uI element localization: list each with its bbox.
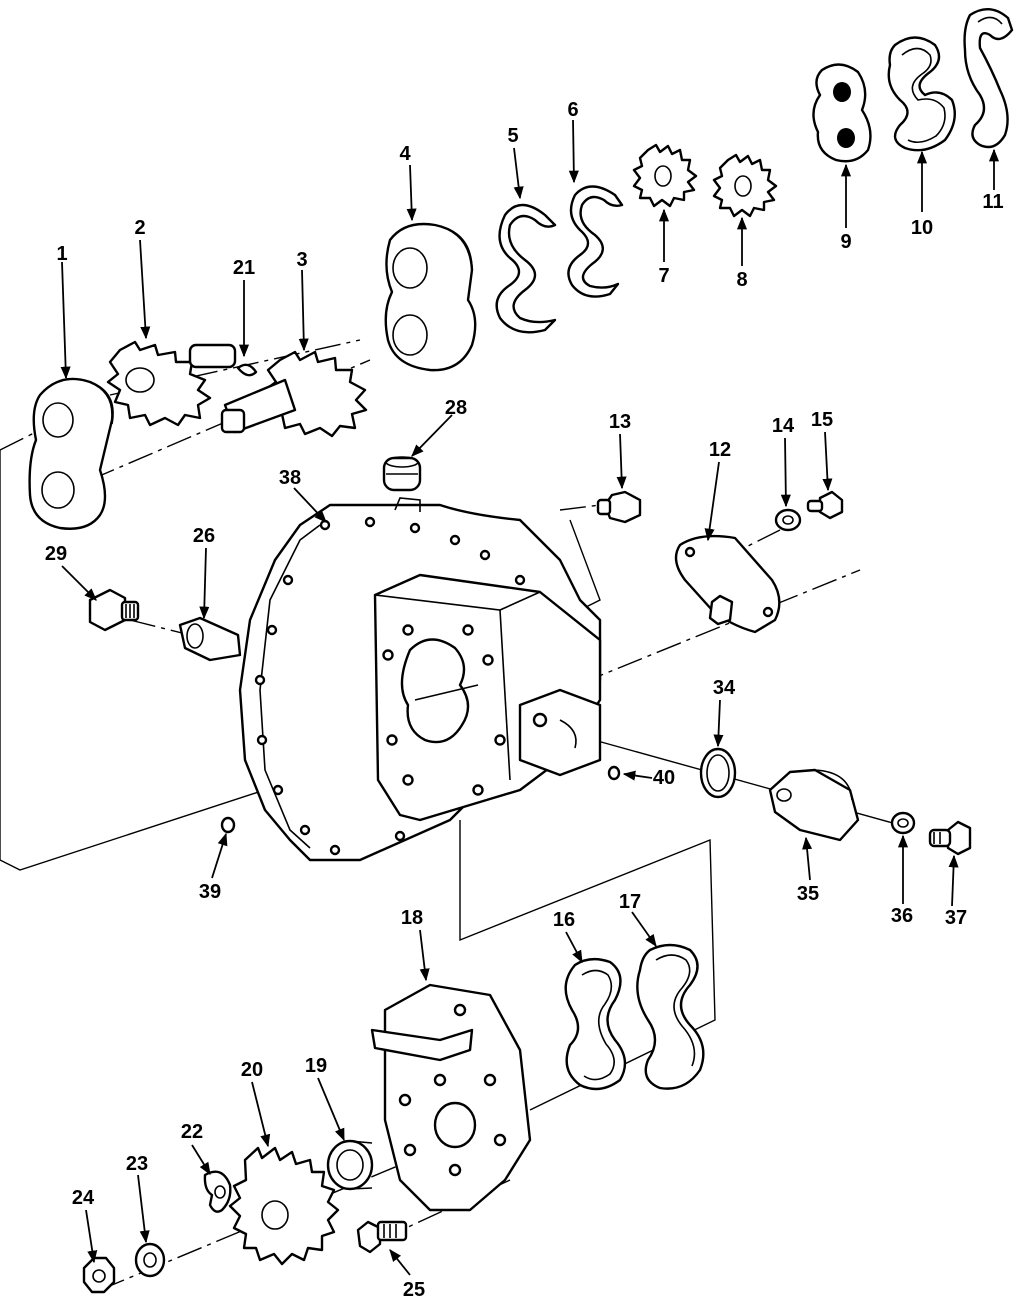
part-14-washer [774,508,802,532]
callout-14: 14 [772,415,795,437]
callout-23: 23 [126,1153,148,1175]
callout-22: 22 [181,1121,203,1143]
part-25-bolt [356,1220,408,1254]
callout-20: 20 [241,1059,263,1081]
part-40-o-ring [607,765,621,781]
part-26-valve [178,616,242,662]
callout-13: 13 [609,411,631,433]
part-16-gasket [564,957,627,1091]
part-9-plate [812,63,872,163]
callout-16: 16 [553,909,575,931]
part-37-screw [928,820,972,856]
callout-8: 8 [736,269,747,291]
callout-24: 24 [72,1187,95,1209]
part-12-cover [674,534,781,634]
part-39-ring [220,816,236,834]
callout-5: 5 [507,125,518,147]
part-2-drive-gear [106,340,237,427]
part-3-driven-gear [220,350,368,438]
part-11-gasket [963,8,1014,149]
part-34-o-ring [699,747,737,799]
part-10-gasket [887,36,956,152]
callout-18: 18 [401,907,423,929]
part-17-gasket [636,943,705,1090]
part-1-end-plate [28,377,114,530]
callout-36: 36 [891,905,913,927]
callout-17: 17 [619,891,641,913]
callout-4: 4 [399,143,411,165]
part-29-fitting [88,588,140,632]
callout-40: 40 [653,767,675,789]
part-15-screw [806,490,844,520]
callout-1: 1 [56,243,67,265]
part-35-valve-cap [768,768,860,842]
part-6-seal [567,185,624,298]
part-7-gear [632,143,698,208]
callout-37: 37 [945,907,967,929]
callout-25: 25 [403,1279,425,1301]
part-4-bearing-block [384,222,477,372]
callout-21: 21 [233,257,255,279]
callout-26: 26 [193,525,215,547]
part-23-washer [134,1242,166,1278]
callout-2: 2 [134,217,145,239]
callout-19: 19 [305,1055,327,1077]
callout-28: 28 [445,397,467,419]
part-22-lock-washer [203,1170,232,1213]
callout-35: 35 [797,883,819,905]
callout-38: 38 [279,467,301,489]
part-20-spur-gear [228,1146,340,1266]
part-13-plug [596,490,642,524]
callout-10: 10 [911,217,933,239]
callout-29: 29 [45,543,67,565]
leader-lines [60,119,1000,1276]
callout-labels: 1 2 3 4 5 6 7 8 9 10 11 12 13 14 15 16 1… [45,99,1004,1301]
part-19-bearing [326,1139,374,1191]
callout-11: 11 [982,191,1003,213]
part-21-key [236,363,258,377]
callout-9: 9 [840,231,851,253]
callout-39: 39 [199,881,221,903]
callout-15: 15 [811,409,833,431]
part-38-housing [238,497,602,862]
part-28-plug [382,456,422,492]
callout-3: 3 [296,249,307,271]
callout-6: 6 [567,99,578,121]
callout-7: 7 [658,265,669,287]
part-36-washer [890,811,916,835]
part-8-gear [712,153,778,218]
part-24-nut [82,1256,116,1294]
callout-12: 12 [709,439,731,461]
part-18-end-cover [370,983,532,1212]
callout-34: 34 [713,677,736,699]
part-5-seal [495,203,557,334]
